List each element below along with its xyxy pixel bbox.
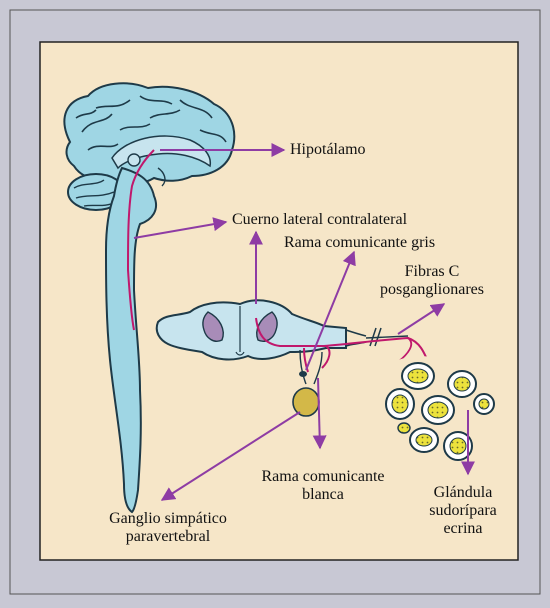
label-rama-blanca: Rama comunicante blanca xyxy=(248,468,398,504)
label-ganglio: Ganglio simpático paravertebral xyxy=(88,510,248,546)
label-rama-gris: Rama comunicante gris xyxy=(284,234,436,251)
label-fibras-c-line2: posganglionares xyxy=(380,281,484,298)
arrow-fibras-c xyxy=(397,303,446,335)
label-arrows xyxy=(133,143,475,501)
label-glandula-line3: ecrina xyxy=(443,520,483,537)
label-glandula: Glándula sudorípara ecrina xyxy=(408,484,518,538)
outer-border xyxy=(9,9,541,595)
arrow-cuerno-lateral xyxy=(133,217,228,239)
cord-cross-section-icon xyxy=(155,299,367,361)
label-fibras-c: Fibras C posganglionares xyxy=(362,263,502,299)
label-rama-blanca-line1: Rama comunicante xyxy=(261,468,385,485)
label-fibras-c-line1: Fibras C xyxy=(404,263,460,280)
label-ganglio-line1: Ganglio simpático xyxy=(109,510,227,527)
label-ganglio-line2: paravertebral xyxy=(125,528,211,545)
arrow-rama-blanca xyxy=(312,377,327,450)
ganglion-icon xyxy=(292,349,323,417)
pathway-descending xyxy=(126,149,155,331)
arrow-rama-gris xyxy=(305,250,356,371)
label-glandula-line1: Glándula xyxy=(433,484,493,501)
label-hipotalamo: Hipotálamo xyxy=(290,141,366,158)
spinal-cord-icon xyxy=(104,166,158,514)
nerve-break-icon xyxy=(365,327,409,347)
label-glandula-line2: sudorípara xyxy=(429,502,497,519)
arrow-ganglio xyxy=(160,411,301,501)
label-cuerno-lateral: Cuerno lateral contralateral xyxy=(232,211,408,228)
label-rama-blanca-line2: blanca xyxy=(302,486,344,503)
